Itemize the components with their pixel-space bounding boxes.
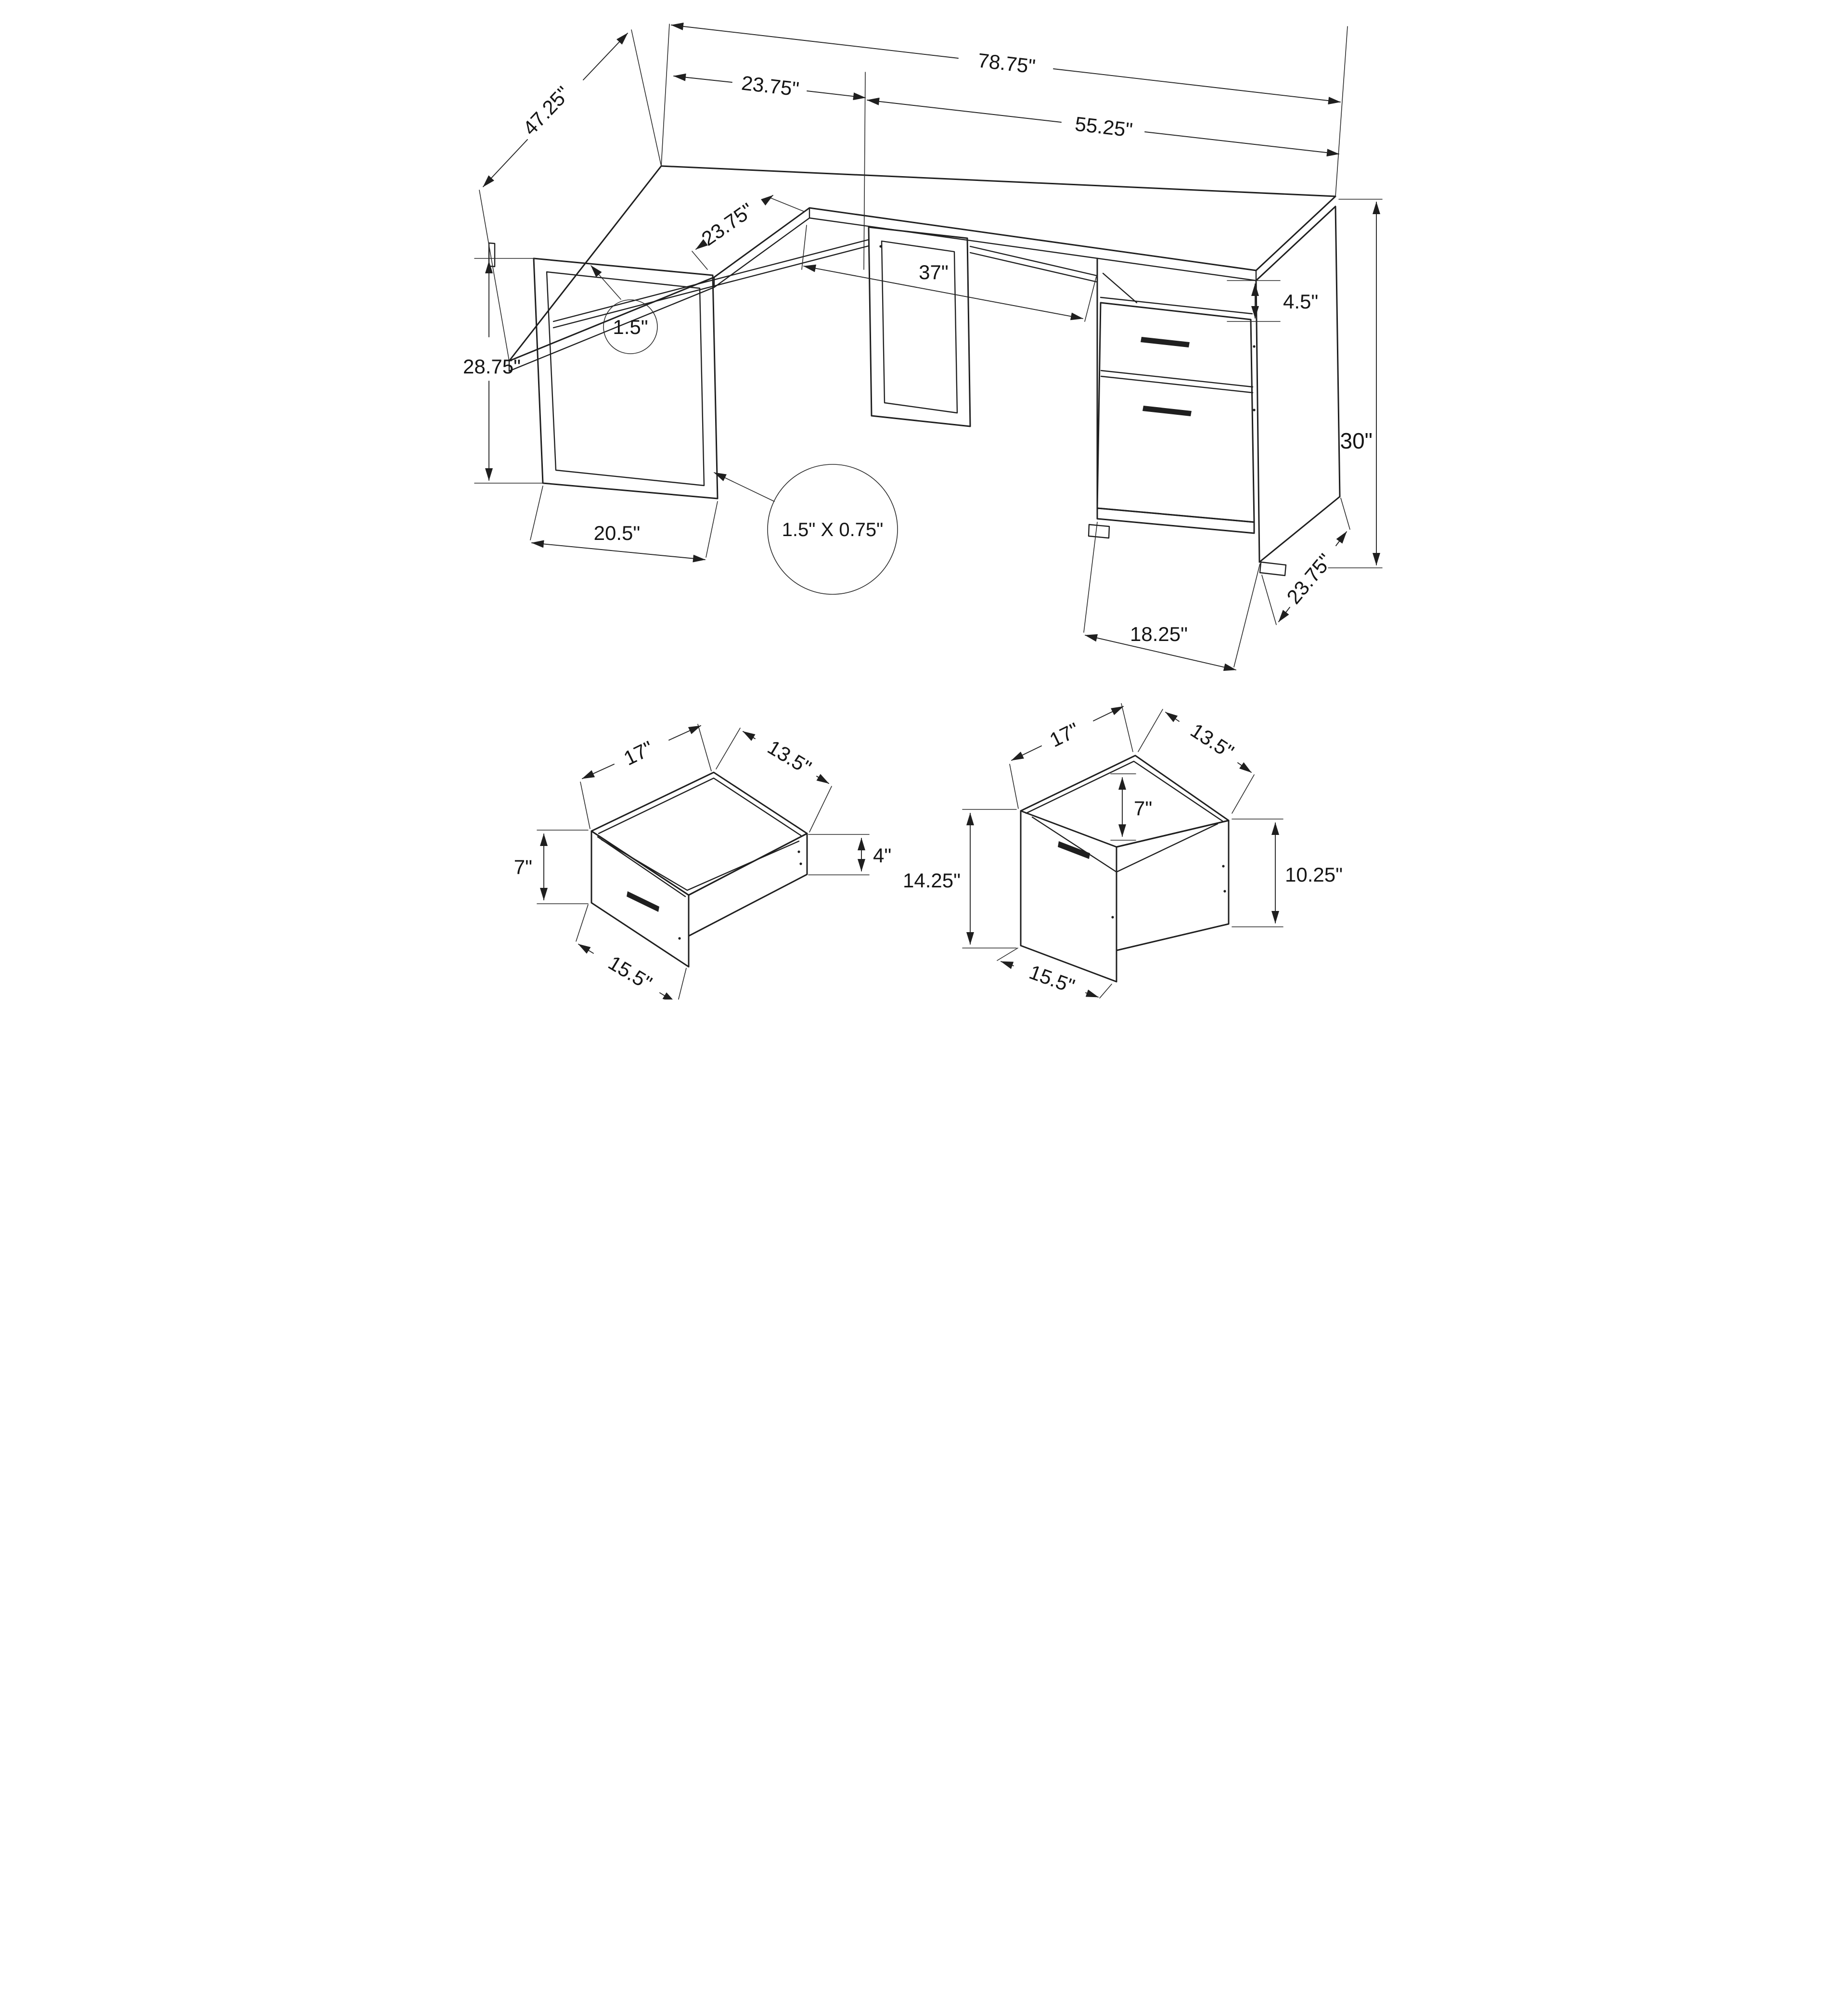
dim-label-return-length: 47.25": [518, 82, 575, 139]
dim-return-top-width: 23.75": [673, 71, 866, 101]
drawer-handle: [1142, 406, 1192, 416]
dim-file-inner-height: 7": [1110, 773, 1152, 841]
dim-side-depth: 23.75": [1261, 498, 1350, 625]
screw-hole: [1253, 409, 1256, 411]
dim-label-main-top-width: 55.25": [1074, 112, 1134, 141]
dim-small-depth: 17": [580, 724, 712, 829]
dim-label-return-depth: 23.75": [697, 198, 757, 250]
callout-label-top-thickness: 1.5": [613, 316, 648, 338]
callout-tube-size: 1.5" X 0.75": [714, 464, 898, 595]
screw-hole: [799, 862, 802, 865]
dim-frame-width: 20.5": [530, 486, 718, 563]
dim-label-small-front-width: 15.5": [604, 951, 656, 995]
dim-label-small-side-height: 4": [873, 844, 891, 867]
dim-label-file-inner-width: 13.5": [1187, 719, 1238, 763]
dim-label-overall-height: 30": [1340, 428, 1373, 453]
dim-label-small-depth: 17": [620, 736, 657, 769]
dim-return-depth: 23.75": [692, 195, 805, 270]
middle-leg-frame: [868, 226, 971, 427]
dim-label-knee-space: 37": [919, 261, 949, 283]
drawer-handle: [627, 891, 659, 912]
dim-label-file-side-height: 10.25": [1285, 863, 1343, 886]
dim-overall-height: 30": [1328, 199, 1383, 568]
file-drawer-box: [1020, 755, 1230, 983]
small-drawer-box: [590, 771, 808, 968]
dim-label-small-front-height: 7": [514, 856, 532, 878]
small-drawer-drawing: 17" 13.5" 7" 4" 15.5": [514, 724, 891, 1000]
desk-drawing: 78.75" 23.75" 55.25" 47.25" 23.75": [463, 22, 1383, 671]
dim-label-shelf-opening: 4.5": [1283, 290, 1318, 313]
dim-shelf-opening: 4.5": [1227, 280, 1318, 322]
file-drawer-drawing: 17" 13.5" 7" 14.25" 10.25" 15.5": [903, 703, 1343, 999]
left-leg-frame: [488, 242, 719, 500]
drawer-handle: [1058, 841, 1090, 859]
dim-small-side-height: 4": [808, 834, 891, 875]
dim-frame-height: 28.75": [463, 258, 545, 484]
callout-top-thickness: 1.5": [590, 265, 658, 354]
dim-file-depth: 17": [1009, 703, 1133, 809]
support-rails: [552, 239, 1098, 329]
dim-label-side-depth: 23.75": [1282, 550, 1336, 608]
dim-label-return-top-width: 23.75": [740, 71, 800, 100]
screw-hole: [1223, 890, 1226, 893]
screw-hole: [797, 850, 800, 853]
dim-label-frame-width: 20.5": [594, 522, 641, 544]
dim-label-frame-height: 28.75": [463, 355, 521, 378]
dim-label-file-front-height: 14.25": [903, 869, 961, 892]
dim-knee-space: 37": [801, 225, 1097, 322]
screw-hole: [879, 245, 882, 248]
screw-hole: [678, 937, 681, 940]
callout-label-tube-size: 1.5" X 0.75": [782, 519, 884, 540]
dim-label-file-inner-height: 7": [1134, 797, 1152, 820]
dim-label-overall-width: 78.75": [976, 49, 1037, 77]
dim-file-front-height: 14.25": [903, 809, 1017, 948]
screw-hole: [1253, 345, 1256, 348]
drawer-handle: [1141, 337, 1190, 347]
callout-circle: [767, 464, 898, 595]
dim-label-file-front-width: 15.5": [1027, 961, 1078, 998]
dim-return-length: 47.25": [479, 29, 662, 361]
dim-main-top-width: 55.25": [867, 97, 1339, 157]
dim-small-inner-width: 13.5": [716, 728, 832, 833]
diagram-page: 78.75" 23.75" 55.25" 47.25" 23.75": [462, 0, 1386, 1000]
dim-label-small-inner-width: 13.5": [764, 736, 815, 779]
dim-overall-width: 78.75": [661, 22, 1348, 197]
dim-label-file-depth: 17": [1046, 718, 1083, 751]
desk-dimension-diagram: 78.75" 23.75" 55.25" 47.25" 23.75": [462, 0, 1386, 1000]
dim-file-side-height: 10.25": [1232, 819, 1343, 927]
dim-pedestal-width: 18.25": [1083, 522, 1260, 671]
right-side-panel: [1253, 205, 1341, 577]
screw-hole: [1111, 916, 1114, 919]
dim-small-front-height: 7": [514, 830, 589, 904]
dim-small-front-width: 15.5": [576, 904, 687, 1000]
callout-circle: [603, 299, 658, 354]
screw-hole: [1222, 865, 1225, 868]
dim-label-pedestal-width: 18.25": [1130, 623, 1188, 645]
drawer-pedestal: [1088, 257, 1255, 539]
